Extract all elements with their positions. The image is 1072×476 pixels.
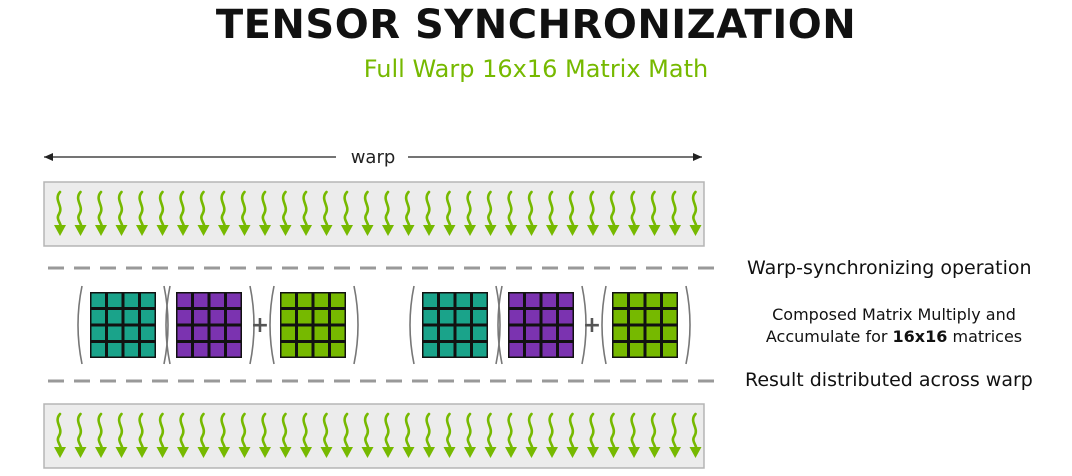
- thread-arrow: [546, 190, 558, 236]
- thread-arrow: [115, 412, 128, 458]
- thread-arrow: [382, 190, 394, 236]
- thread-arrow: [443, 190, 456, 236]
- thread-arrow: [423, 190, 435, 236]
- thread-arrow: [95, 412, 107, 458]
- matrix-a: [422, 292, 488, 358]
- thread-arrow: [464, 412, 476, 458]
- page-subtitle: Full Warp 16x16 Matrix Math: [363, 55, 709, 83]
- thread-arrow: [505, 190, 517, 236]
- thread-arrow: [423, 412, 435, 458]
- thread-arrow: [136, 412, 148, 458]
- thread-arrow: [279, 412, 292, 458]
- thread-arrow: [156, 190, 169, 236]
- plus-operator: +: [583, 313, 601, 338]
- thread-arrow: [628, 190, 640, 236]
- thread-arrow: [320, 190, 333, 236]
- thread-arrow: [177, 190, 189, 236]
- thread-arrow: [197, 412, 210, 458]
- thread-arrow: [115, 190, 128, 236]
- plus-operator: +: [251, 313, 269, 338]
- composed-mma-label: Composed Matrix Multiply and Accumulate …: [740, 304, 1048, 348]
- thread-arrow: [505, 412, 517, 458]
- thread-arrow: [177, 412, 189, 458]
- composed-mma-text: Composed Matrix Multiply and Accumulate …: [765, 305, 1016, 346]
- thread-arrow: [628, 412, 640, 458]
- paren-left: [497, 285, 503, 365]
- thread-arrow: [669, 190, 681, 236]
- thread-arrow: [218, 190, 230, 236]
- thread-arrow: [197, 190, 210, 236]
- matrix-a: [90, 292, 156, 358]
- thread-group-bottom: [54, 412, 702, 458]
- thread-arrow: [525, 190, 538, 236]
- thread-arrow: [320, 412, 333, 458]
- sync-operation-label: Warp-synchronizing operation: [747, 257, 1032, 279]
- paren-left: [165, 285, 171, 365]
- matrix-b: [176, 292, 242, 358]
- thread-arrow: [95, 190, 107, 236]
- thread-arrow: [54, 190, 66, 236]
- thread-arrow: [648, 190, 661, 236]
- thread-arrow: [156, 412, 169, 458]
- thread-arrow: [74, 190, 87, 236]
- paren-right: [581, 285, 587, 365]
- matrix-size-emphasis: 16x16: [892, 327, 948, 346]
- paren-left: [269, 285, 275, 365]
- thread-arrow: [341, 412, 353, 458]
- warp-label: warp: [351, 147, 396, 168]
- thread-arrow: [361, 412, 374, 458]
- paren-left: [601, 285, 607, 365]
- thread-arrow: [218, 412, 230, 458]
- thread-arrow: [484, 190, 497, 236]
- paren-left: [409, 285, 415, 365]
- paren-right: [353, 285, 359, 365]
- paren-right: [249, 285, 255, 365]
- thread-arrow: [136, 190, 148, 236]
- thread-arrow: [525, 412, 538, 458]
- matrix-b: [508, 292, 574, 358]
- thread-arrow: [669, 412, 681, 458]
- paren-left: [77, 285, 83, 365]
- thread-arrow: [74, 412, 87, 458]
- warp-span-arrow: warp: [44, 147, 702, 168]
- thread-arrow: [402, 412, 415, 458]
- thread-arrow: [648, 412, 661, 458]
- thread-arrow: [54, 412, 66, 458]
- thread-arrow: [587, 190, 599, 236]
- thread-arrow: [279, 190, 292, 236]
- thread-arrow: [464, 190, 476, 236]
- thread-arrow: [259, 190, 271, 236]
- thread-arrow: [238, 190, 251, 236]
- page-title: TENSOR SYNCHRONIZATION: [215, 2, 857, 48]
- thread-arrow: [361, 190, 374, 236]
- result-distribution-label: Result distributed across warp: [745, 369, 1033, 391]
- thread-arrow: [566, 190, 579, 236]
- thread-group-top: [54, 190, 702, 236]
- thread-arrow: [341, 190, 353, 236]
- thread-arrow: [607, 190, 620, 236]
- thread-arrow: [587, 412, 599, 458]
- thread-arrow: [402, 190, 415, 236]
- thread-arrow: [238, 412, 251, 458]
- paren-right: [495, 285, 501, 365]
- thread-arrow: [259, 412, 271, 458]
- thread-arrow: [566, 412, 579, 458]
- matrix-c: [612, 292, 678, 358]
- thread-arrow: [300, 190, 312, 236]
- paren-right: [163, 285, 169, 365]
- thread-arrow: [546, 412, 558, 458]
- matrix-c: [280, 292, 346, 358]
- thread-arrow: [443, 412, 456, 458]
- thread-arrow: [607, 412, 620, 458]
- thread-arrow: [689, 190, 702, 236]
- paren-right: [685, 285, 691, 365]
- composed-mma-suffix: matrices: [947, 327, 1023, 346]
- thread-arrow: [689, 412, 702, 458]
- matrix-operations: ++: [77, 285, 691, 365]
- thread-arrow: [382, 412, 394, 458]
- thread-arrow: [484, 412, 497, 458]
- thread-arrow: [300, 412, 312, 458]
